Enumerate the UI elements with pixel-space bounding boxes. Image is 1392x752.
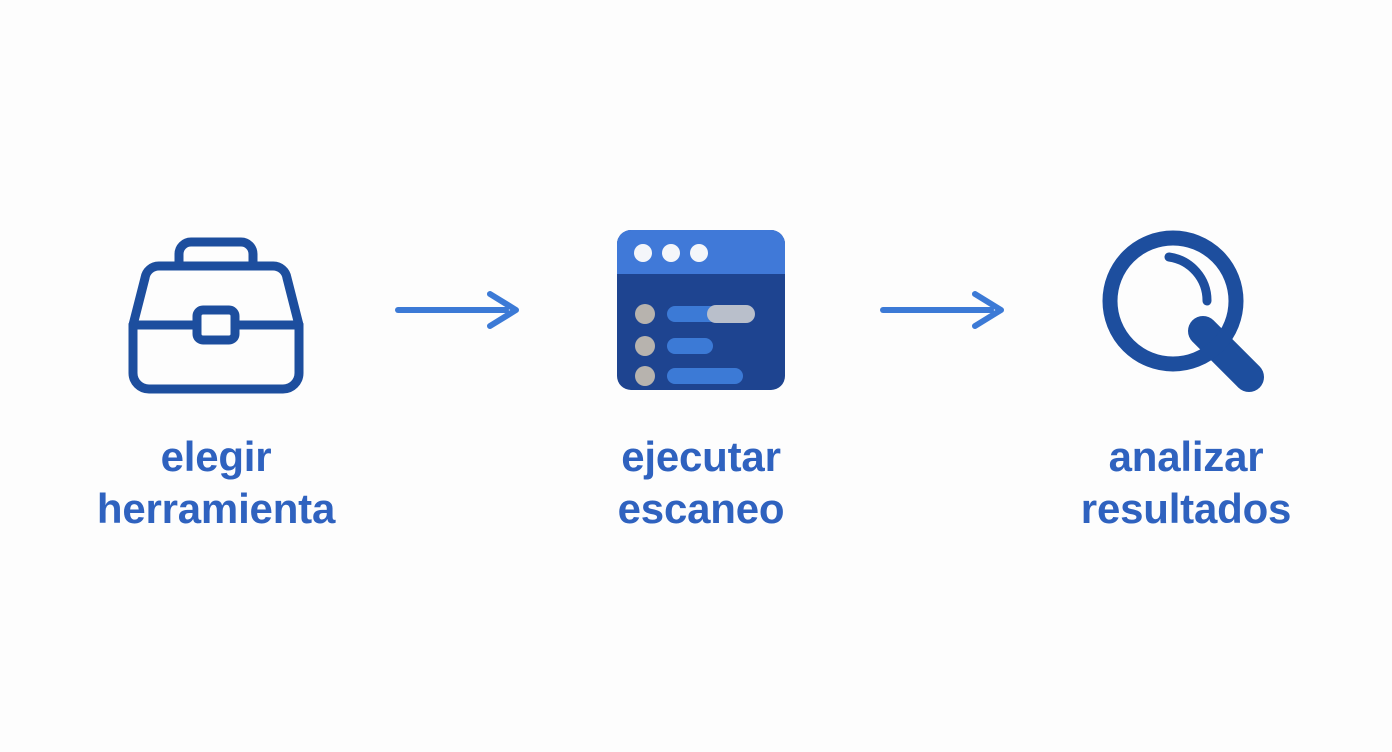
scan-row-2 [635,336,713,356]
toolbox-icon-slot [111,215,321,405]
arrow-slot-1 [366,215,551,405]
magnifier-icon-slot [1091,215,1281,405]
step-label-analyze-results: analizar resultados [1080,431,1292,534]
scan-row-3 [635,366,743,386]
window-dots [634,244,708,262]
step-label-choose-tool: elegir herramienta [97,431,335,534]
step-label-line2: escaneo [617,484,785,532]
step-label-line2: herramienta [96,484,336,532]
arrow-slot-2 [851,215,1036,405]
step-label-line1: ejecutar [621,433,781,480]
flow-step-run-scan: ejecutar escaneo [551,215,851,534]
flow-step-analyze-results: analizar resultados [1036,215,1336,534]
scan-window-icon-slot [615,215,787,405]
step-label-run-scan: ejecutar escaneo [618,431,785,534]
step-label-line1: analizar [1108,433,1264,480]
magnifier-icon [1102,230,1264,392]
step-label-line2: resultados [1080,484,1292,532]
arrow-right-icon [394,291,519,329]
step-label-line1: elegir [160,433,272,480]
scan-row-1 [635,304,755,324]
toolbox-icon [128,237,304,394]
flow-step-choose-tool: elegir herramienta [66,215,366,534]
arrow-right-icon [879,291,1004,329]
scan-window-icon [617,230,785,390]
